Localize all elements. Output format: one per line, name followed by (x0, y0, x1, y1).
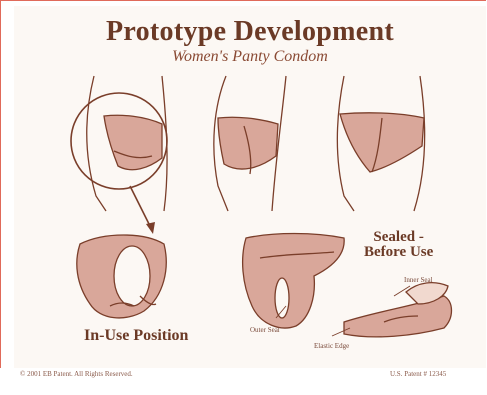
pouch-in-use (77, 235, 166, 318)
caption-sealed-line2: Before Use (364, 245, 433, 260)
footer-right: U.S. Patent # 12345 (390, 370, 446, 378)
label-inner-seal: Inner Seal (404, 276, 433, 284)
caption-sealed: Sealed - Before Use (364, 230, 433, 260)
slide: Prototype Development Women's Panty Cond… (14, 6, 486, 368)
caption-sealed-line1: Sealed - (364, 230, 433, 245)
condom-flat (344, 283, 452, 337)
label-elastic-edge: Elastic Edge (314, 342, 349, 350)
pouch-sealed (243, 234, 345, 328)
figure-hips-right (337, 76, 424, 211)
figure-hips-left (87, 76, 167, 211)
caption-in-use: In-Use Position (84, 327, 188, 345)
footer-left: © 2001 EB Patent. All Rights Reserved. (20, 370, 133, 378)
zoom-arrow (130, 186, 152, 230)
illustration (14, 6, 486, 368)
label-outer-seal: Outer Seal (250, 326, 280, 334)
figure-hips-middle (214, 76, 286, 211)
